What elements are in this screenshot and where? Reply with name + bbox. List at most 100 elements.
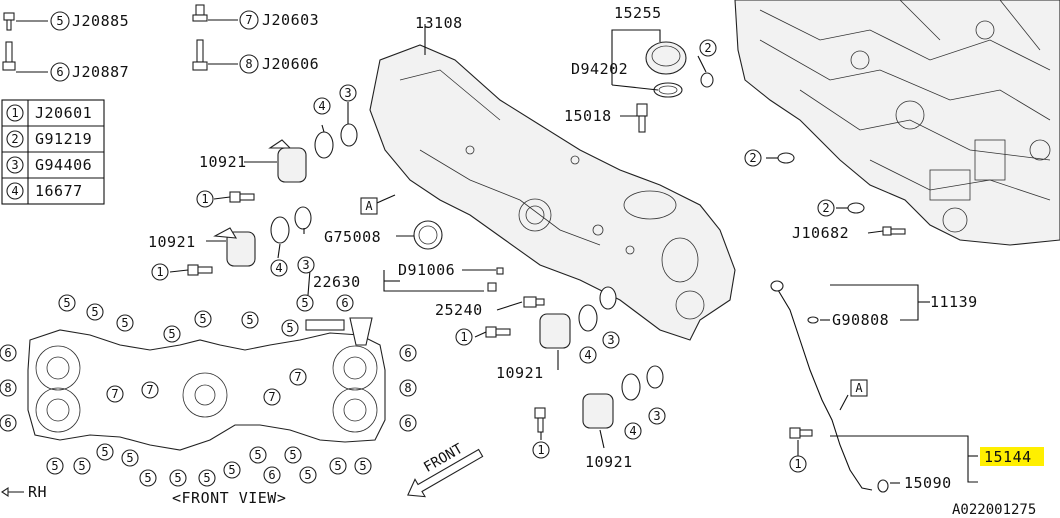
- svg-text:7: 7: [245, 13, 252, 27]
- bolts-drawing: [187, 191, 906, 439]
- label-gauge-guide: 11139: [930, 293, 978, 311]
- svg-text:6: 6: [404, 416, 411, 430]
- svg-text:7: 7: [146, 383, 153, 397]
- svg-text:4: 4: [275, 261, 282, 275]
- svg-text:2: 2: [11, 132, 18, 146]
- svg-text:A: A: [855, 381, 863, 395]
- callout-8: [239, 54, 259, 74]
- svg-text:5: 5: [203, 471, 210, 485]
- front-view-callouts: 5 5 5 5 5 5 5 5 6 6 8 6 6 8 6 7 7 7 7 5 …: [0, 294, 417, 487]
- label-solenoid: 10921: [585, 453, 633, 471]
- reference-marks: A A: [360, 197, 868, 397]
- svg-text:5: 5: [144, 471, 151, 485]
- label-oring-gauge: G90808: [832, 311, 889, 329]
- legend-code-7: J20603: [262, 11, 319, 29]
- svg-text:7: 7: [111, 387, 118, 401]
- timing-cover-drawing: [369, 44, 736, 341]
- svg-text:5: 5: [334, 459, 341, 473]
- svg-text:5: 5: [168, 327, 175, 341]
- front-view-drawing: [27, 317, 386, 451]
- svg-text:5: 5: [101, 445, 108, 459]
- svg-text:2: 2: [822, 201, 829, 215]
- label-gauge: 15090: [904, 474, 952, 492]
- label-cap: 15255: [614, 4, 662, 22]
- table-code: 16677: [35, 182, 83, 200]
- svg-text:A: A: [365, 199, 373, 213]
- engine-block-drawing: [734, 0, 1060, 246]
- label-bolt-right: J10682: [792, 224, 849, 242]
- svg-text:4: 4: [629, 424, 636, 438]
- bolt-icon: [2, 41, 16, 71]
- label-cap-seal: D94202: [571, 60, 628, 78]
- svg-text:5: 5: [304, 468, 311, 482]
- legend-table: 1 J20601 2 G91219 3 G94406 4 16677: [1, 99, 105, 205]
- svg-text:5: 5: [199, 312, 206, 326]
- svg-text:2: 2: [749, 151, 756, 165]
- svg-text:5: 5: [78, 459, 85, 473]
- svg-text:5: 5: [286, 321, 293, 335]
- svg-text:4: 4: [318, 99, 325, 113]
- solenoid-drawing: [213, 139, 614, 429]
- svg-text:1: 1: [794, 457, 801, 471]
- svg-text:1: 1: [460, 330, 467, 344]
- svg-text:4: 4: [11, 184, 18, 198]
- svg-text:1: 1: [201, 192, 208, 206]
- svg-text:6: 6: [4, 416, 11, 430]
- legend-code-8: J20606: [262, 55, 319, 73]
- svg-text:1: 1: [156, 265, 163, 279]
- svg-text:7: 7: [268, 390, 275, 404]
- label-cover: 13108: [415, 14, 463, 32]
- svg-text:6: 6: [4, 346, 11, 360]
- svg-text:5: 5: [246, 313, 253, 327]
- svg-text:3: 3: [344, 86, 351, 100]
- svg-text:5: 5: [254, 448, 261, 462]
- part-labels: 13108 15255 D94202 15018 10921 10921 109…: [148, 4, 1044, 492]
- svg-text:2: 2: [704, 41, 711, 55]
- svg-text:1: 1: [537, 443, 544, 457]
- bolt-icon: [192, 39, 208, 71]
- svg-text:5: 5: [91, 305, 98, 319]
- svg-text:8: 8: [4, 381, 11, 395]
- sensor-drawing: [636, 103, 648, 133]
- svg-text:8: 8: [404, 381, 411, 395]
- svg-text:5: 5: [228, 463, 235, 477]
- gaskets-drawing: [270, 72, 865, 401]
- oil-cap-drawing: [645, 41, 687, 98]
- bolt-icon: [192, 4, 208, 22]
- callouts: 1 1 1 1 1 2 2 2 3 3 3 3 4 4 4 4: [151, 39, 835, 473]
- bolt-icon: [3, 12, 15, 31]
- svg-text:5: 5: [289, 448, 296, 462]
- legend-bolts: 5 J20885 6 J20887 7 J20603 8 J20606: [2, 4, 319, 82]
- table-code: G91219: [35, 130, 92, 148]
- highlight-box: [980, 447, 1044, 466]
- svg-text:5: 5: [126, 451, 133, 465]
- svg-text:6: 6: [404, 346, 411, 360]
- rh-label: RH: [28, 483, 47, 501]
- svg-text:5: 5: [56, 14, 63, 28]
- svg-text:8: 8: [245, 57, 252, 71]
- svg-text:5: 5: [63, 296, 70, 310]
- table-code: J20601: [35, 104, 92, 122]
- diagram-code: A022001275: [952, 502, 1036, 518]
- footer-labels: RH <FRONT VIEW> A022001275: [1, 483, 1036, 518]
- svg-text:5: 5: [301, 296, 308, 310]
- svg-text:7: 7: [294, 370, 301, 384]
- svg-text:4: 4: [584, 348, 591, 362]
- dipstick-drawing: [770, 280, 889, 493]
- svg-text:1: 1: [11, 106, 18, 120]
- label-plug-a: 22630: [313, 273, 361, 291]
- svg-text:5: 5: [121, 316, 128, 330]
- svg-text:5: 5: [174, 471, 181, 485]
- front-arrow: FRONT: [407, 441, 484, 498]
- front-view-label: <FRONT VIEW>: [172, 489, 286, 507]
- leader-lines: [169, 24, 978, 484]
- label-plug-b: D91006: [398, 261, 455, 279]
- svg-text:3: 3: [11, 158, 18, 172]
- label-solenoid: 10921: [199, 153, 247, 171]
- svg-text:6: 6: [56, 65, 63, 79]
- label-gauge-assy: 15144: [984, 448, 1032, 466]
- callout-7: [239, 10, 259, 30]
- svg-text:5: 5: [51, 459, 58, 473]
- table-code: G94406: [35, 156, 92, 174]
